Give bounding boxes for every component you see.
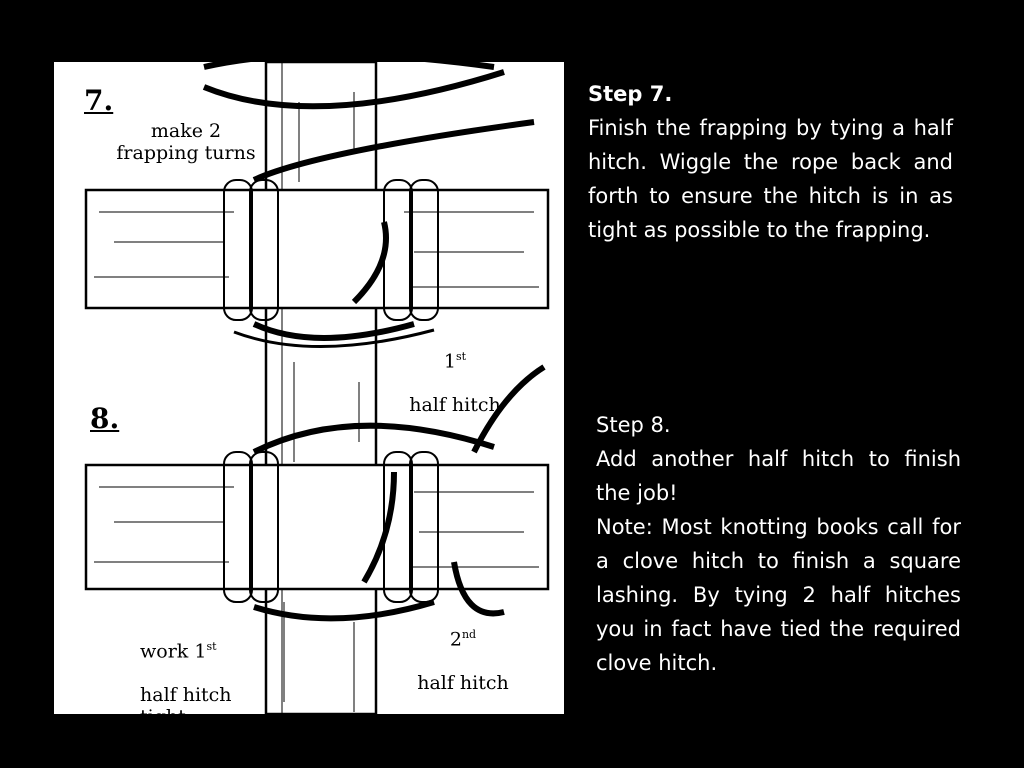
label-make-frapping-turns: make 2 frapping turns: [116, 120, 256, 164]
step-8-note: Note: Most knotting books call for a clo…: [596, 515, 961, 675]
label-first-half-hitch: 1st half hitch: [409, 350, 501, 417]
step-8-body: Add another half hitch to finish the job…: [596, 447, 961, 505]
step-7-text: Step 7. Finish the frapping by tying a h…: [588, 77, 953, 247]
step-7-number: 7.: [84, 84, 114, 117]
horizontal-bar-8: [84, 463, 550, 591]
step-7-heading: Step 7.: [588, 82, 673, 106]
step-8-number: 8.: [90, 402, 120, 435]
rope-wraps-7: [202, 62, 535, 348]
step-8-heading: Step 8.: [596, 413, 671, 437]
step-7-body: Finish the frapping by tying a half hitc…: [588, 116, 953, 242]
horizontal-bar-7: [84, 188, 550, 310]
rope-wraps-8: [223, 364, 546, 622]
label-second-half-hitch: 2nd half hitch: [417, 628, 509, 695]
lashing-drawing: [84, 62, 550, 714]
lashing-illustration: 7. 8. make 2 frapping turns 1st half hit…: [54, 62, 564, 714]
label-work-first-half-hitch-tight: work 1st half hitch tight: [140, 640, 232, 714]
step-8-text: Step 8. Add another half hitch to finish…: [596, 408, 961, 680]
